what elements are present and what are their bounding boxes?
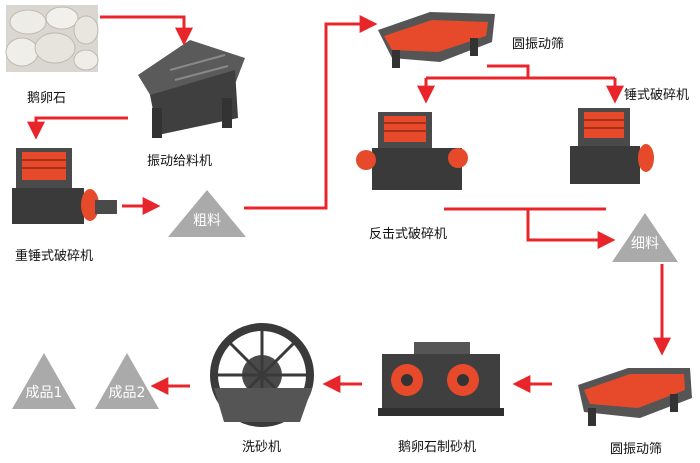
- label-product-2: 成品2: [108, 385, 146, 401]
- label-pebble-sand-maker: 鹅卵石制砂机: [398, 440, 477, 455]
- flow-arrows: [27, 15, 671, 395]
- label-circular-screen-bottom: 圆振动筛: [610, 442, 663, 457]
- product-2-triangle: [95, 353, 159, 409]
- label-product-1: 成品1: [25, 385, 63, 401]
- pebble-sand-maker-image: [378, 342, 504, 416]
- arrow-pebbles-to-feeder: [100, 15, 193, 46]
- label-hammer-crusher: 锤式破碎机: [624, 88, 690, 103]
- label-vibrating-feeder: 振动给料机: [147, 154, 213, 169]
- label-circular-screen-top: 圆振动筛: [512, 37, 565, 52]
- fine-material-triangle: [612, 213, 678, 262]
- circular-screen-bottom-image: [578, 368, 692, 426]
- arrow-coarse-to-screen: [244, 15, 378, 210]
- label-coarse-material: 粗料: [193, 213, 221, 229]
- hammer-crusher-image: [570, 108, 654, 184]
- heavy-hammer-crusher-image: [12, 148, 117, 224]
- label-pebbles: 鹅卵石: [27, 91, 67, 106]
- product-1-triangle: [12, 353, 76, 409]
- arrow-impact-crusher-bracket: [444, 207, 616, 249]
- pebbles-image: [5, 5, 99, 72]
- circular-screen-top-image: [378, 12, 495, 68]
- coarse-material-triangle: [168, 190, 246, 237]
- sand-washer-image: [210, 323, 314, 427]
- arrow-screen-to-split: [487, 64, 530, 78]
- arrow-feeder-to-heavy-crusher: [27, 116, 128, 140]
- vibrating-feeder-image: [138, 40, 245, 138]
- label-fine-material: 细料: [631, 236, 659, 252]
- label-heavy-hammer-crusher: 重锤式破碎机: [15, 249, 94, 264]
- label-sand-washer: 洗砂机: [242, 440, 282, 455]
- arrow-split-left: [426, 76, 615, 100]
- impact-crusher-image: [356, 112, 468, 190]
- label-impact-crusher: 反击式破碎机: [369, 227, 448, 242]
